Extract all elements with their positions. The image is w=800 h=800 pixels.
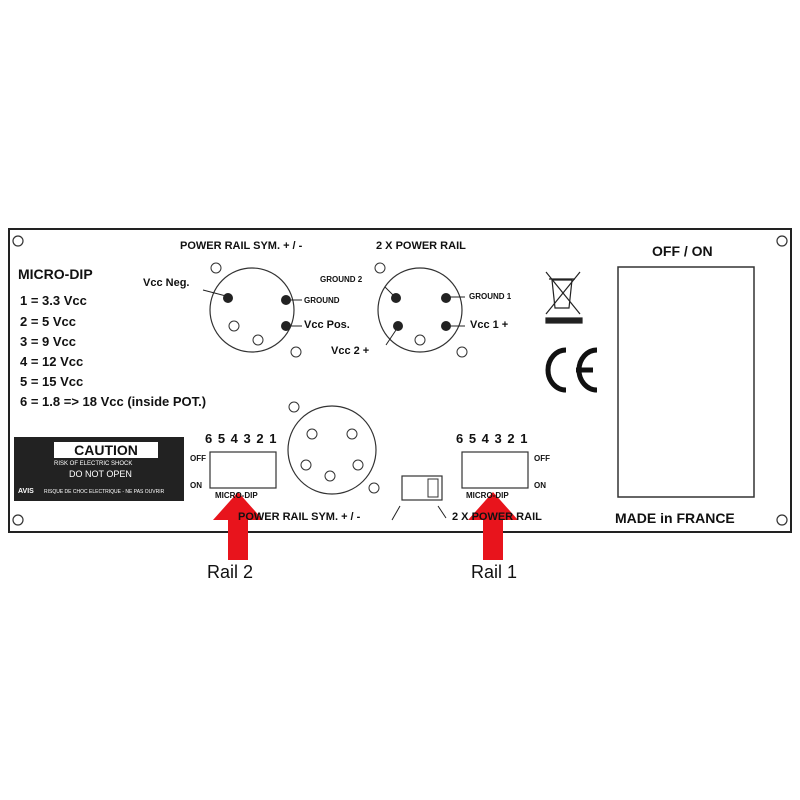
title-power-rail-sym: POWER RAIL SYM. + / -: [180, 240, 303, 252]
label-vcc-1: Vcc 1 +: [470, 319, 509, 331]
label-vcc-pos: Vcc Pos.: [304, 319, 350, 331]
micro-dip-item: 1 = 3.3 Vcc: [20, 293, 87, 308]
ce-mark-text: CE: [560, 352, 561, 353]
dip-right-off: OFF: [534, 454, 550, 463]
ce-mark-icon: [545, 347, 598, 393]
label-bottom-sym: POWER RAIL SYM. + / -: [238, 511, 361, 523]
dip-left-on: ON: [190, 481, 202, 490]
caution-title: CAUTION: [54, 442, 158, 458]
label-rail-2: Rail 2: [207, 562, 254, 582]
dip-switch-right: [461, 451, 529, 489]
label-rail-1: Rail 1: [471, 562, 518, 582]
label-bottom-2x: 2 X POWER RAIL: [452, 511, 542, 523]
label-vcc-neg: Vcc Neg.: [143, 277, 190, 289]
dip-right-on: ON: [534, 481, 546, 490]
label-ground-2: GROUND 2: [320, 275, 363, 284]
micro-dip-item: 4 = 12 Vcc: [20, 354, 84, 369]
mounting-holes: [12, 235, 788, 526]
dip-left-label: MICRO-DIP: [215, 491, 258, 500]
caution-line-3: RISQUE DE CHOC ELECTRIQUE - NE PAS OUVRI…: [44, 489, 165, 495]
caution-label: CAUTION RISK OF ELECTRIC SHOCK DO NOT OP…: [14, 437, 184, 501]
caution-avis: AVIS: [18, 488, 34, 495]
micro-dip-item: 5 = 15 Vcc: [20, 374, 84, 389]
connector-2x: [374, 262, 468, 358]
caution-line-1: RISK OF ELECTRIC SHOCK: [54, 461, 133, 467]
label-off-on: OFF / ON: [652, 243, 713, 259]
arrow-rail2: [213, 492, 263, 560]
connector-sym: [202, 262, 302, 358]
dip-left-off: OFF: [190, 454, 206, 463]
micro-dip-heading: MICRO-DIP: [18, 266, 93, 282]
dip-right-label: MICRO-DIP: [466, 491, 509, 500]
power-switch-window: [617, 266, 755, 498]
micro-dip-item: 3 = 9 Vcc: [20, 334, 77, 349]
din-connector: [287, 401, 380, 495]
dip-right-numbers: 6 5 4 3 2 1: [456, 431, 529, 446]
label-made-in-france: MADE in FRANCE: [615, 510, 735, 526]
micro-dip-item: 6 = 1.8 => 18 Vcc (inside POT.): [20, 394, 207, 409]
title-2x-power-rail: 2 X POWER RAIL: [376, 240, 466, 252]
arrow-rail1: [468, 492, 518, 560]
label-vcc-2: Vcc 2 +: [331, 345, 370, 357]
rail-selector-switch: [391, 475, 447, 521]
caution-line-2: DO NOT OPEN: [69, 469, 132, 479]
weee-bin-icon: [545, 271, 583, 324]
dip-switch-left: [209, 451, 277, 489]
label-ground-1: GROUND 1: [469, 292, 512, 301]
micro-dip-item: 2 = 5 Vcc: [20, 314, 77, 329]
dip-left-numbers: 6 5 4 3 2 1: [205, 431, 278, 446]
label-ground: GROUND: [304, 296, 340, 305]
